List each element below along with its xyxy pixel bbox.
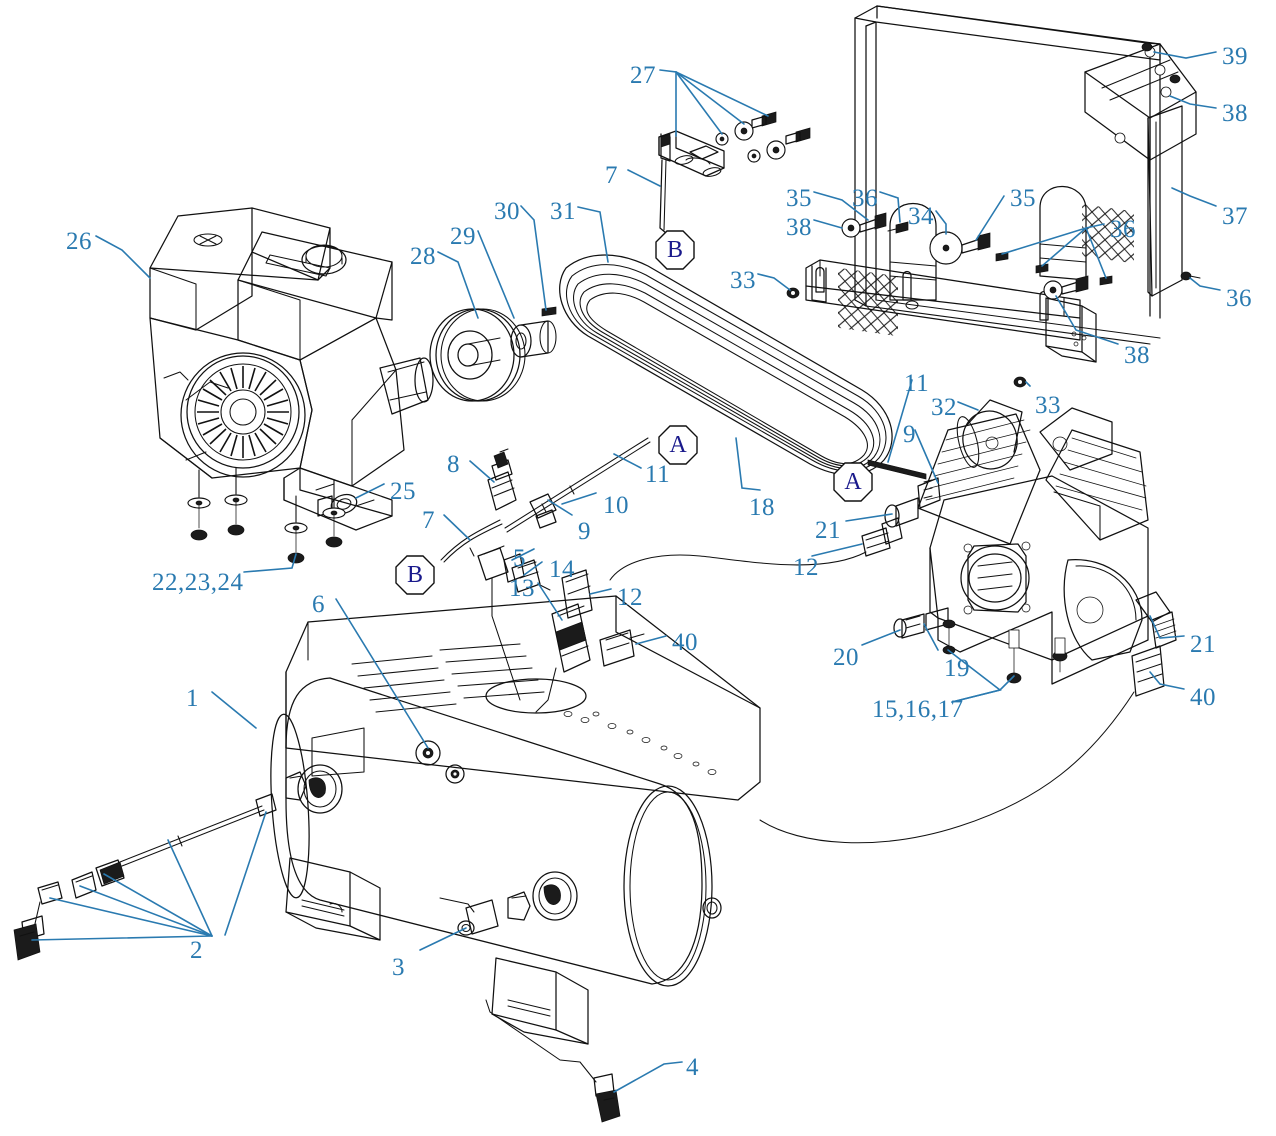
- gasoline-engine: [149, 207, 434, 564]
- callout-15-16-17: 15,16,17: [872, 696, 964, 723]
- callout-4: 4: [686, 1054, 699, 1081]
- leader-lines: [31, 51, 1221, 1093]
- callout-33-right: 33: [1035, 392, 1061, 419]
- callout-27: 27: [630, 62, 656, 89]
- engine-pulley-assembly: [429, 306, 557, 402]
- callout-6: 6: [312, 591, 325, 618]
- callout-29: 29: [450, 223, 476, 250]
- callout-18: 18: [749, 494, 775, 521]
- callout-2: 2: [190, 937, 203, 964]
- callout-40-right: 40: [1190, 684, 1216, 711]
- callout-9-lower: 9: [578, 518, 591, 545]
- callout-7-top: 7: [605, 162, 618, 189]
- callout-26: 26: [66, 228, 92, 255]
- callout-32: 32: [931, 394, 957, 421]
- callout-20: 20: [833, 644, 859, 671]
- callout-10: 10: [603, 492, 629, 519]
- callout-25: 25: [390, 478, 416, 505]
- callout-8: 8: [447, 451, 460, 478]
- callout-19: 19: [944, 655, 970, 682]
- ref-marker-B-left-octagon: [395, 555, 435, 595]
- callout-13: 13: [509, 575, 535, 602]
- callout-7-bottom: 7: [422, 507, 435, 534]
- callout-38-left: 38: [786, 214, 812, 241]
- belt-guard-assembly: [786, 5, 1201, 388]
- throttle-control-assembly: [658, 111, 811, 239]
- callout-21-right: 21: [1190, 631, 1216, 658]
- callout-33-left: 33: [730, 267, 756, 294]
- callout-38-top: 38: [1222, 100, 1248, 127]
- ref-marker-B-top-octagon: [655, 230, 695, 270]
- ref-marker-B-left: B: [406, 562, 423, 588]
- callout-30: 30: [494, 198, 520, 225]
- ref-marker-A-top-octagon: [658, 425, 698, 465]
- ref-marker-B-top: B: [666, 237, 683, 263]
- callout-3: 3: [392, 954, 405, 981]
- ref-marker-A-right-octagon: [833, 462, 873, 502]
- v-belt: [559, 254, 893, 476]
- callout-39: 39: [1222, 43, 1248, 70]
- callout-9-pump: 9: [903, 421, 916, 448]
- air-receiver-tank: [270, 595, 761, 1123]
- callout-37: 37: [1222, 203, 1248, 230]
- ref-marker-A-right: A: [844, 469, 862, 495]
- callout-38-mid: 38: [1124, 342, 1150, 369]
- callout-1: 1: [186, 685, 199, 712]
- callout-36-right: 36: [1226, 285, 1252, 312]
- callout-11-pump: 11: [904, 370, 930, 397]
- callout-12-hose: 12: [793, 554, 819, 581]
- callout-40-lower: 40: [672, 629, 698, 656]
- callout-21-left: 21: [815, 517, 841, 544]
- callout-5: 5: [513, 545, 526, 572]
- callout-11-tube: 11: [645, 461, 671, 488]
- callout-36-mid: 36: [1110, 216, 1136, 243]
- ref-marker-A-top: A: [669, 432, 687, 458]
- callout-31: 31: [550, 198, 576, 225]
- callout-28: 28: [410, 243, 436, 270]
- tank-fittings-left: [13, 793, 277, 961]
- leader-stubs: [198, 467, 335, 523]
- callout-22-23-24: 22,23,24: [152, 569, 244, 596]
- callout-35-left: 35: [786, 185, 812, 212]
- callout-34: 34: [908, 203, 934, 230]
- callout-12-lower: 12: [617, 584, 643, 611]
- compressor-pump: [609, 399, 1177, 844]
- callout-36-left: 36: [852, 185, 878, 212]
- callout-35-right: 35: [1010, 185, 1036, 212]
- control-fittings-assembly: [440, 437, 651, 713]
- callout-14: 14: [549, 556, 575, 583]
